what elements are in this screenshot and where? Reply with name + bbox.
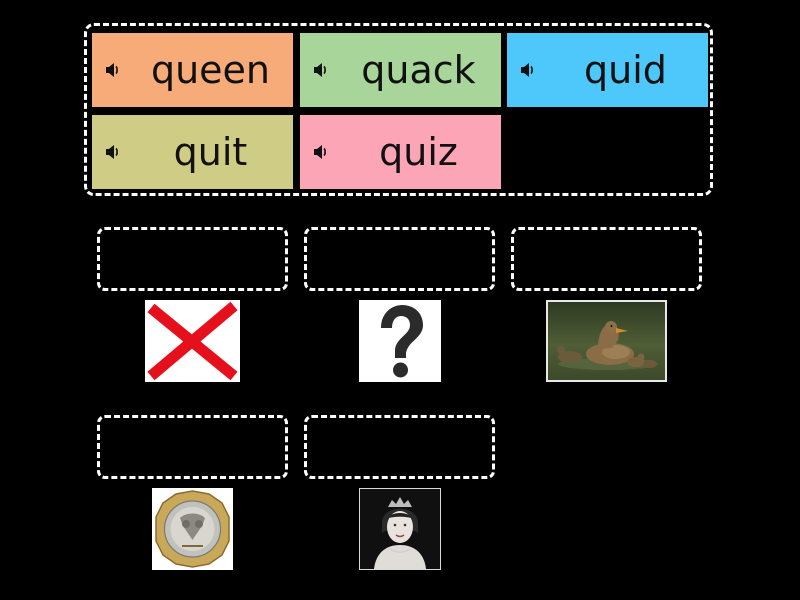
pound-coin-image [152,488,233,570]
drop-zone-5[interactable] [304,415,495,479]
word-label: quiz [379,130,458,174]
speaker-icon[interactable] [312,143,330,161]
word-tile-quiz[interactable]: quiz [300,115,501,189]
duck-image [546,300,667,382]
word-tile-quid[interactable]: quid [507,33,708,107]
word-label: quit [173,130,248,174]
drop-zone-1[interactable] [97,227,288,291]
drop-zone-4[interactable] [97,415,288,479]
word-label: quid [584,48,667,92]
drop-zone-3[interactable] [511,227,702,291]
speaker-icon[interactable] [104,61,122,79]
drop-zone-2[interactable] [304,227,495,291]
question-mark-image [359,300,441,382]
speaker-icon[interactable] [104,143,122,161]
speaker-icon[interactable] [312,61,330,79]
word-label: quack [361,48,476,92]
word-label: queen [150,48,271,92]
word-tile-queen[interactable]: queen [92,33,293,107]
word-tile-quack[interactable]: quack [300,33,501,107]
queen-portrait-image [359,488,441,570]
word-bank [84,23,713,196]
cross-x-image [145,300,240,382]
speaker-icon[interactable] [519,61,537,79]
word-tile-quit[interactable]: quit [92,115,293,189]
